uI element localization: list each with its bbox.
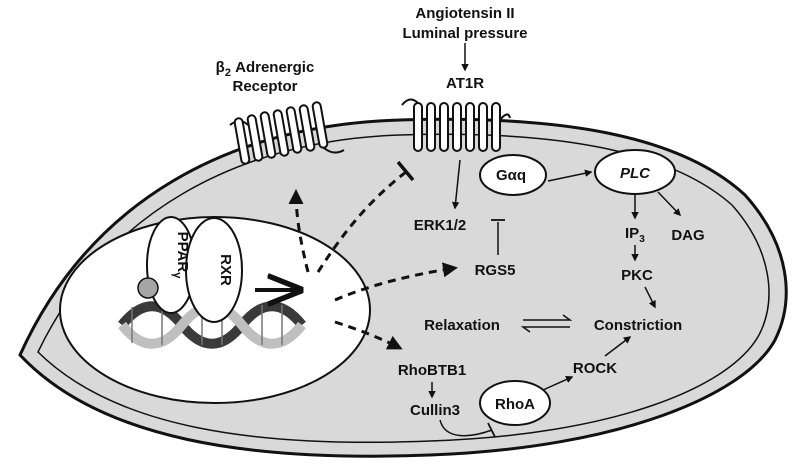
plc-label: PLC [620,165,651,182]
rhoa-to-rock-arrow [542,376,574,391]
cullin3-label: Cullin3 [410,402,460,419]
stimulus-line1: Angiotensin II [415,5,514,22]
rgs5-label: RGS5 [475,262,516,279]
gaq-to-plc-arrow [547,169,593,182]
gaq-label: Gαq [496,167,526,184]
erk-label: ERK1/2 [414,217,467,234]
pkc-label: PKC [621,267,653,284]
rock-label: ROCK [573,360,617,377]
rhoa-label: RhoA [495,396,535,413]
gaq-oval [479,154,547,196]
beta2-receptor-label-line2: Receptor [232,78,297,95]
stimulus-line2: Luminal pressure [402,25,527,42]
rxr-oval [185,217,243,323]
equilibrium-arrow-reverse [520,326,570,333]
relaxation-label: Relaxation [424,317,500,334]
plc-oval [594,149,676,195]
equilibrium-arrow-forward [523,314,573,321]
ligand-dot [137,277,159,299]
rhoa-oval [479,380,551,426]
ppar-gamma-label: PPARγ [171,232,191,280]
ip3-label: IP3 [625,225,645,245]
rhobtb1-label: RhoBTB1 [398,362,466,379]
dashed-arrow-to-beta2 [288,189,310,273]
rxr-label: RXR [217,254,234,286]
at1r-receptor-icon [401,98,511,152]
cullin3-inhibit-bar [487,422,496,438]
beta2-receptor-label: β2 Adrenergic [216,59,315,79]
dashed-arrow-to-rhobtb1 [334,320,403,350]
dashed-inhibit-at1r [316,170,407,273]
at1r-to-erk-arrow [451,159,461,210]
at1r-label: AT1R [446,75,484,92]
cullin3-inhibit-rhoa [439,419,493,437]
plc-to-dag-arrow [657,191,682,217]
dashed-arrow-to-rgs5 [334,262,458,302]
beta2-receptor-icon [229,101,345,165]
rock-to-constriction-arrow [604,336,632,357]
pkc-to-constriction-arrow [644,286,656,309]
dashed-inhibit-bar [396,160,415,182]
dag-label: DAG [671,227,704,244]
constriction-label: Constriction [594,317,682,334]
